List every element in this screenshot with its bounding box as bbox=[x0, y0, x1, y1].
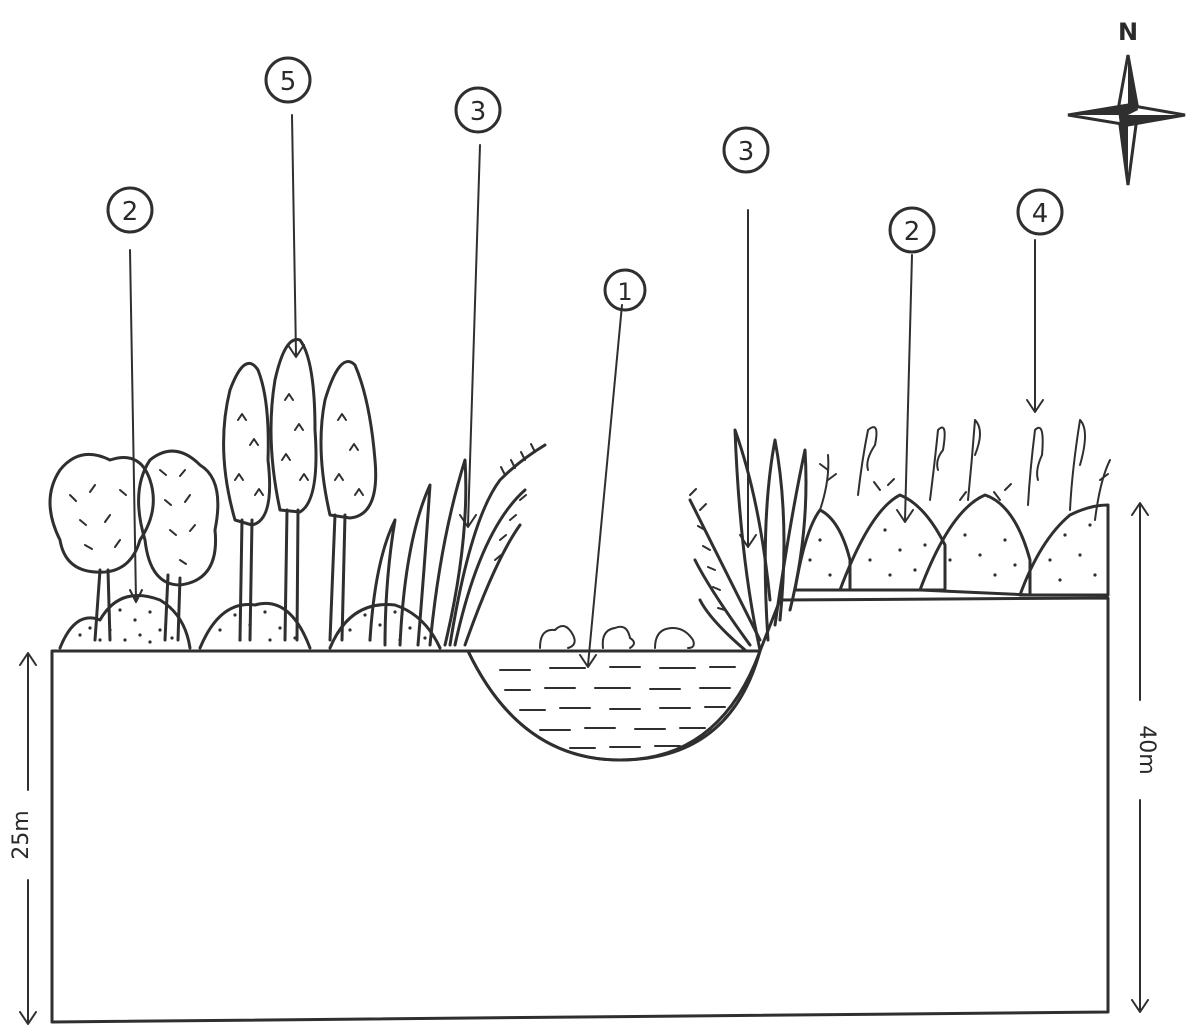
left-reeds bbox=[370, 445, 545, 645]
callout-1-label: 1 bbox=[617, 278, 632, 306]
compass-rose-icon: N bbox=[1068, 18, 1185, 185]
callout-5-label: 5 bbox=[280, 67, 297, 97]
water-plants bbox=[540, 626, 694, 648]
right-mounds bbox=[795, 495, 1108, 595]
callout-1: 1 bbox=[605, 270, 645, 310]
left-height-label: 25m bbox=[9, 810, 34, 859]
leaf-marks bbox=[70, 470, 195, 564]
right-shrubs bbox=[820, 420, 1110, 520]
callout-3-left: 3 bbox=[456, 88, 500, 132]
terrain-block bbox=[52, 598, 1108, 1022]
right-height-scale: 40m bbox=[1132, 503, 1159, 1012]
callout-5: 5 bbox=[266, 58, 310, 102]
callout-4: 4 bbox=[1018, 190, 1062, 234]
callout-4-label: 4 bbox=[1032, 199, 1049, 229]
right-height-label: 40m bbox=[1134, 725, 1159, 774]
callout-2-left: 2 bbox=[108, 188, 152, 232]
poplar-leaf-marks bbox=[235, 394, 363, 495]
callout-2-right: 2 bbox=[890, 208, 934, 252]
callout-3-right-label: 3 bbox=[738, 137, 755, 167]
left-height-scale: 25m bbox=[9, 653, 36, 1024]
callout-3-right: 3 bbox=[724, 128, 768, 172]
compass-north-label: N bbox=[1118, 18, 1138, 46]
poplar-trees bbox=[224, 340, 376, 641]
callout-2-right-label: 2 bbox=[904, 217, 921, 247]
callout-3-left-label: 3 bbox=[470, 97, 487, 127]
callout-2-left-label: 2 bbox=[122, 197, 139, 227]
callout-arrows bbox=[130, 115, 1043, 667]
